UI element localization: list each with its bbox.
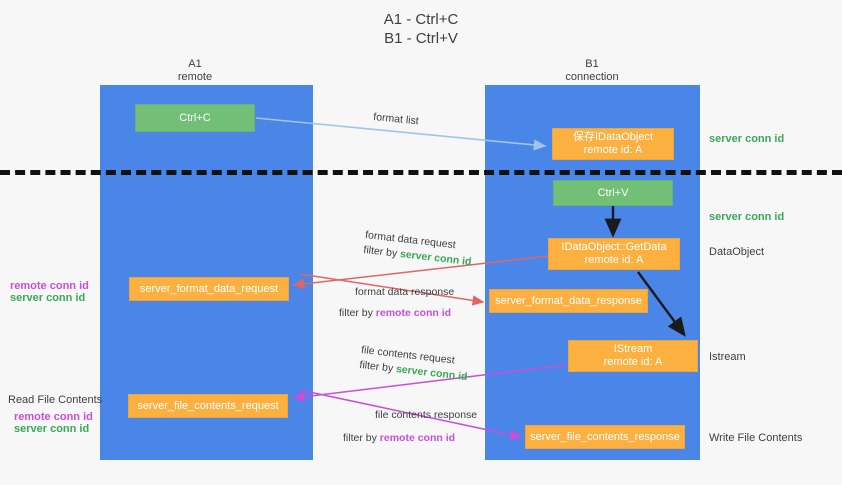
caption-file-contents-response-line1: file contents response [375,409,478,421]
label-right-server-conn-id-mid: server conn id [709,211,785,223]
caption-format-list-line1: format list [372,110,420,128]
node-save-idataobject[interactable]: 保存IDataObject remote id: A [552,128,674,160]
caption-format-data-response-line1: format data response [355,286,455,298]
label-right-dataobject: DataObject [709,246,765,258]
caption-file-contents-response-line2: filter by remote conn id [343,431,477,446]
label-right-write-file-contents: Write File Contents [709,432,803,444]
remote-conn-id-key: remote conn id [375,307,452,319]
filter-by-text: filter by [362,243,401,260]
lane-header-a1-remote: A1 remote [177,58,213,83]
edge-file-contents-response [299,389,523,440]
node-istream[interactable]: IStream remote id: A [568,340,698,372]
label-left-server-conn-id-2: server conn id [14,423,90,435]
remote-conn-id-key: remote conn id [379,432,456,444]
caption-format-data-response: format data response filter by remote co… [339,285,455,321]
label-left-read-file-contents: Read File Contents [8,394,103,406]
node-server-file-contents-request[interactable]: server_file_contents_request [128,394,288,418]
caption-format-data-response-line2: filter by remote conn id [339,306,454,321]
label-right-server-conn-id-top: server conn id [709,133,785,145]
lane-header-b1-connection: B1 connection [565,58,619,83]
node-ctrl-v[interactable]: Ctrl+V [553,180,673,206]
edge-getdata-to-istream [637,271,686,337]
label-right-istream: Istream [709,351,746,363]
caption-file-contents-response: file contents response filter by remote … [343,408,478,446]
node-server-file-contents-response[interactable]: server_file_contents_response [525,425,685,449]
edge-format-list [255,117,547,151]
node-server-format-data-response[interactable]: server_format_data_response [489,289,648,313]
node-idataobject-getdata[interactable]: IDataObject::GetData remote id: A [548,238,680,270]
label-left-server-conn-id-1: server conn id [10,292,86,304]
phase-divider [0,170,842,175]
node-server-format-data-request[interactable]: server_format_data_request [129,277,289,301]
filter-by-text: filter by [358,358,397,375]
edge-format-data-response [299,273,485,306]
page-title: A1 - Ctrl+C B1 - Ctrl+V [383,11,459,47]
edge-file-contents-request [292,364,567,402]
label-left-remote-conn-id-2: remote conn id [14,411,93,423]
filter-by-text: filter by [339,307,376,319]
filter-by-text: filter by [343,432,380,444]
node-ctrl-c[interactable]: Ctrl+C [135,104,255,132]
label-left-remote-conn-id-1: remote conn id [10,280,89,292]
